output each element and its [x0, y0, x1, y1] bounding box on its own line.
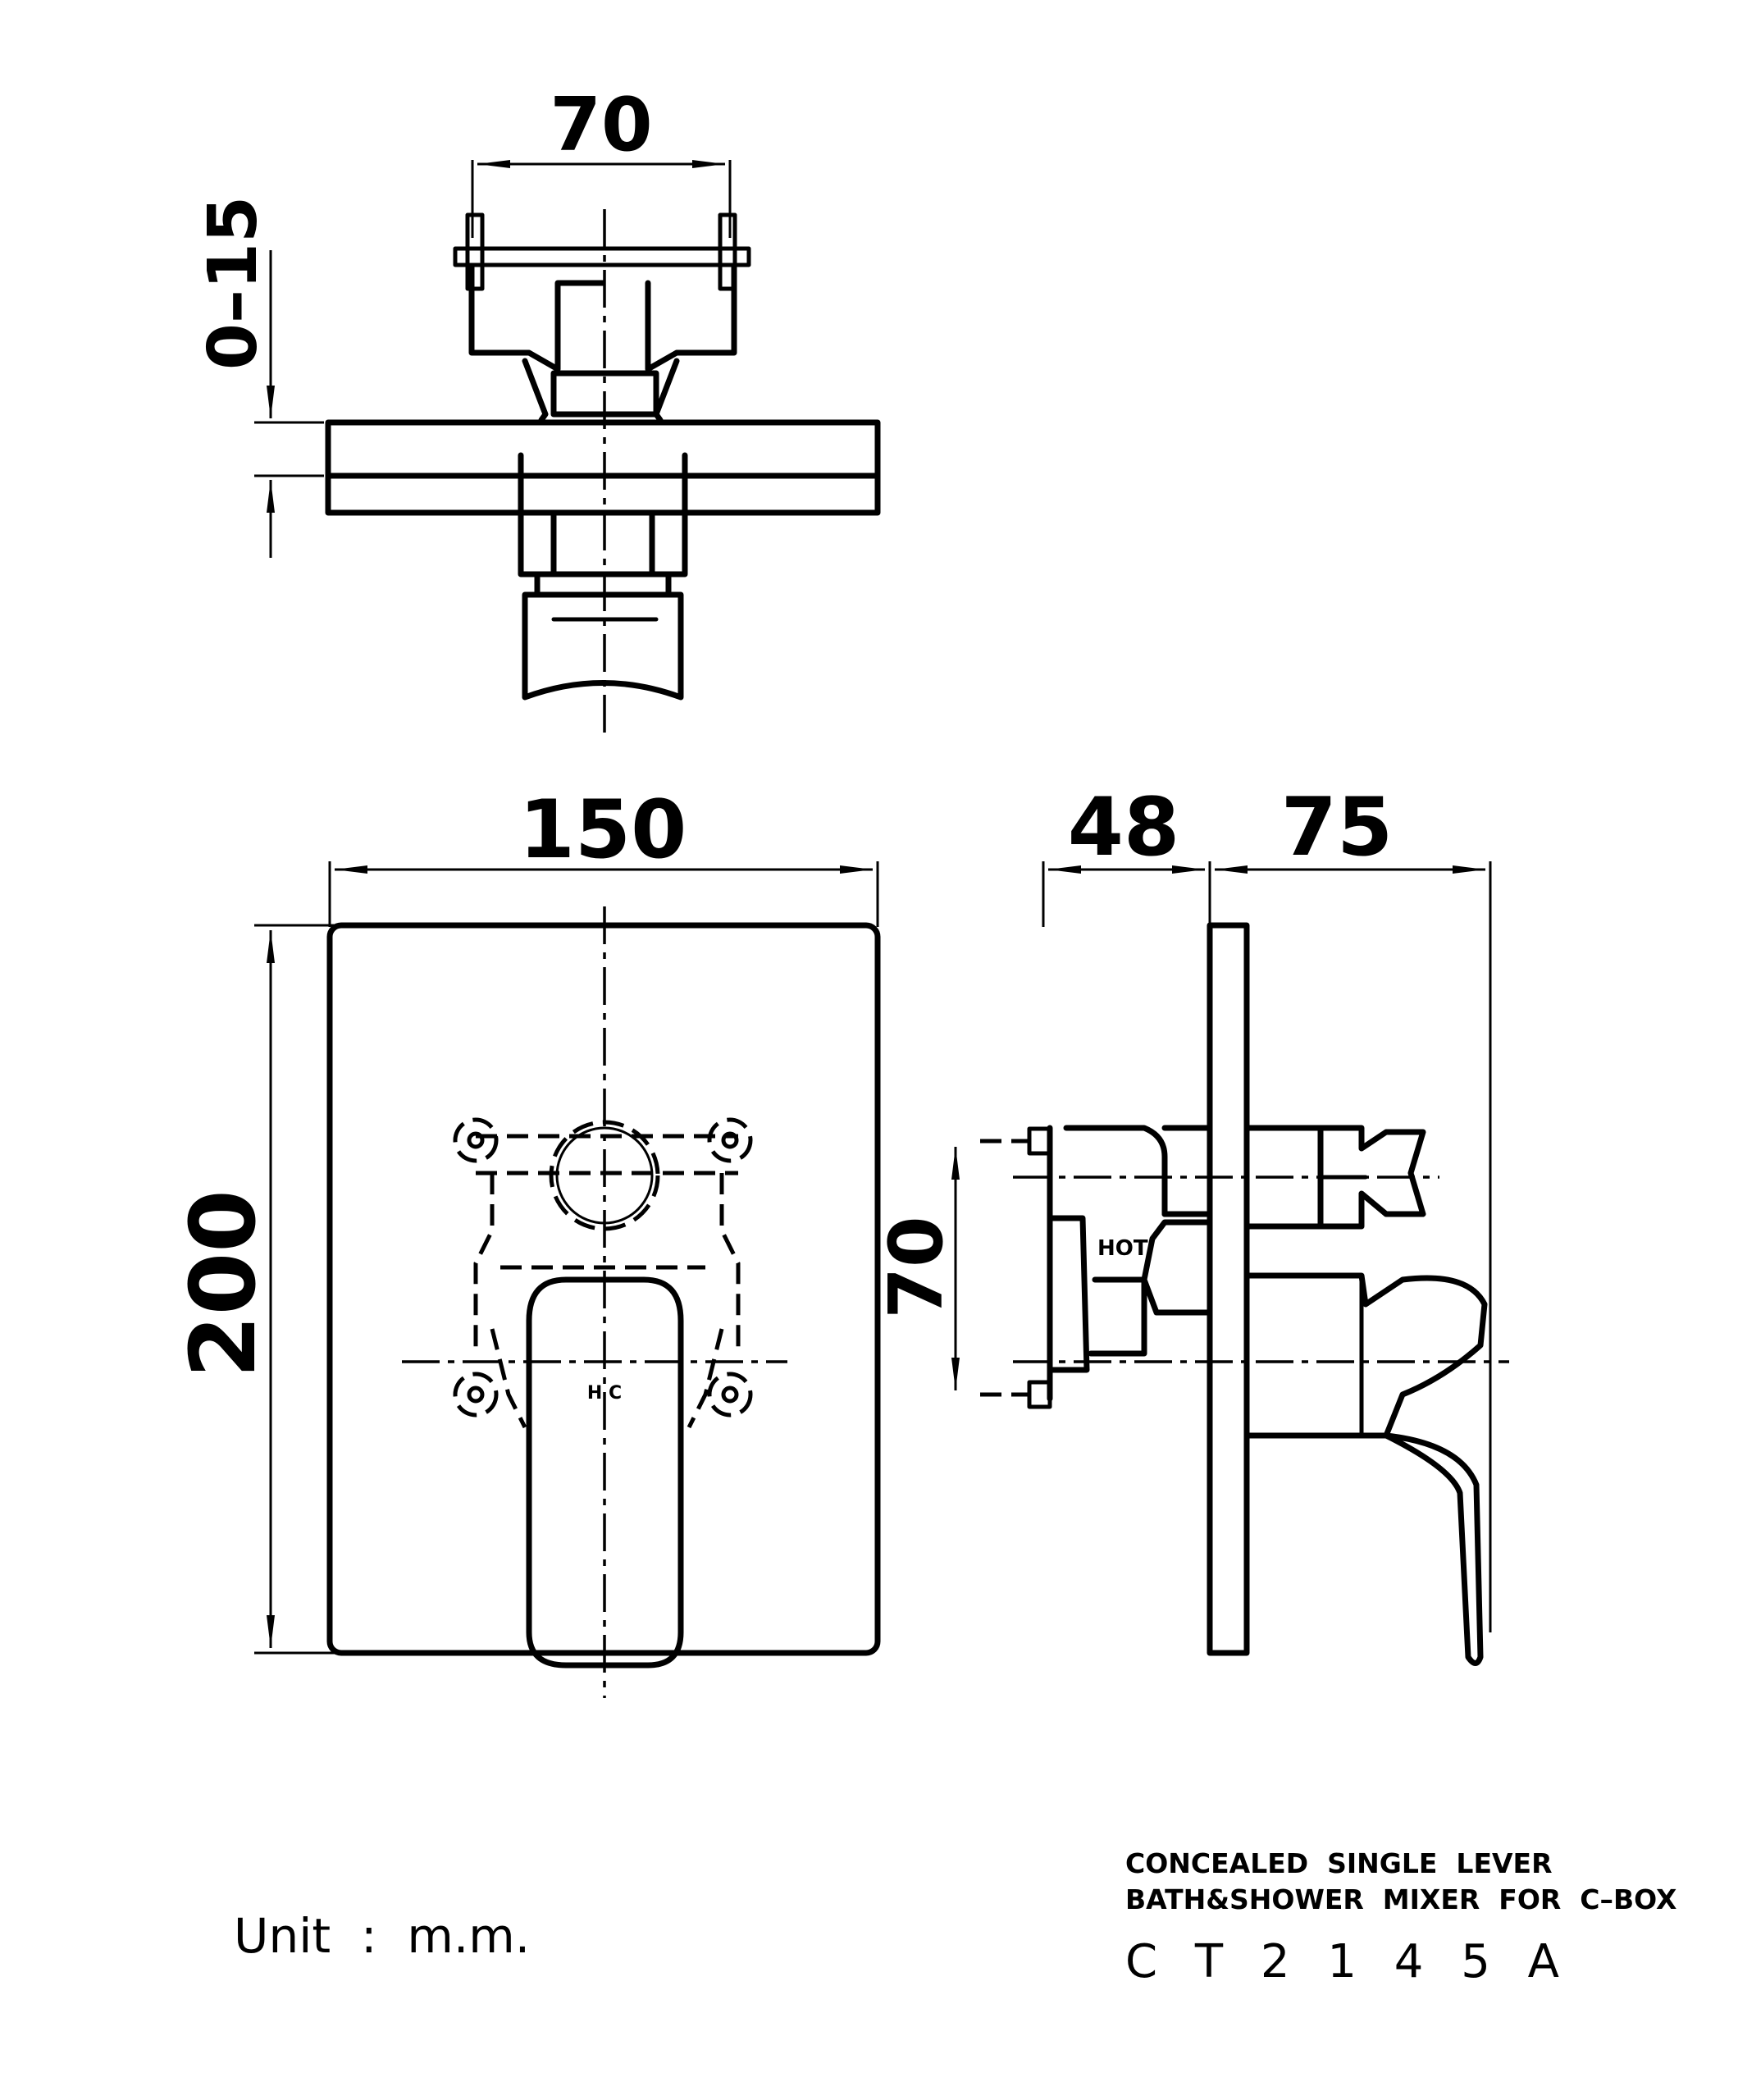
dim-top-depth: 0–15: [194, 196, 272, 370]
model-number: C T 2 1 4 5 A: [1125, 1935, 1571, 1988]
front-view: 150 200 H C: [171, 783, 881, 1698]
top-view: 70 0–15: [194, 82, 881, 738]
lever: [526, 1276, 684, 1669]
dim-side-body: 48: [1068, 781, 1179, 874]
dim-side-lever: 75: [1281, 781, 1393, 874]
side-plate: [1207, 922, 1250, 1656]
title-block: Unit : m.m. CONCEALED SINGLE LEVER BATH&…: [234, 1847, 1676, 1988]
title-line-1: CONCEALED SINGLE LEVER: [1125, 1847, 1553, 1879]
dim-front-width: 150: [519, 783, 687, 877]
side-lever: [1243, 1272, 1488, 1666]
unit-label: Unit : m.m.: [234, 1908, 530, 1964]
side-view: 48 75 70 HOT: [874, 781, 1509, 1666]
dim-front-height: 200: [171, 1189, 276, 1378]
dim-side-height: 70: [874, 1216, 960, 1318]
hot-label: HOT: [1097, 1236, 1148, 1261]
dim-top-width: 70: [550, 82, 652, 168]
title-line-2: BATH&SHOWER MIXER FOR C–BOX: [1125, 1883, 1676, 1915]
